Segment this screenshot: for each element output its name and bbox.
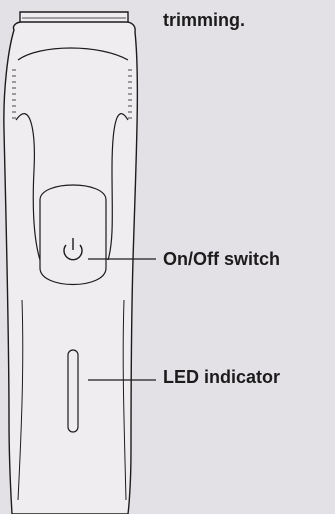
led-indicator-label: LED indicator	[163, 367, 281, 387]
power-icon	[63, 238, 83, 261]
upper-grip-panel	[17, 47, 129, 61]
onoff-switch-label: On/Off switch	[163, 249, 280, 269]
side-grip-texture	[12, 69, 132, 119]
inner-contour-right	[107, 113, 129, 261]
lower-contour-right	[122, 299, 127, 501]
caption-fragment: trimming.	[163, 10, 246, 30]
lower-contour-left	[17, 299, 24, 501]
inner-contour-left	[15, 113, 41, 261]
trimmer-body	[3, 21, 139, 514]
power-button-panel	[39, 184, 107, 285]
led-indicator-slot	[67, 349, 79, 433]
